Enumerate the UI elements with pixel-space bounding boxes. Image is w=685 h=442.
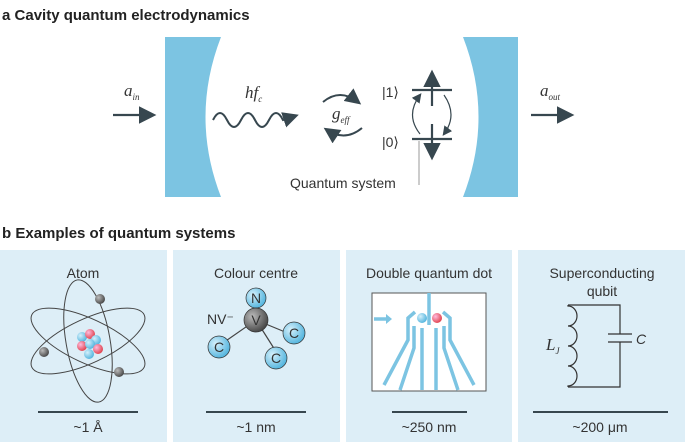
dot-left [417, 313, 427, 323]
atom-icon [30, 279, 146, 403]
nitrogen-atom: N [245, 287, 267, 309]
atom-scale: ~1 Å [73, 419, 103, 435]
colour-centre-title: Colour centre [214, 265, 298, 281]
carbon-atom: C [264, 346, 288, 370]
double-dot-scale: ~250 nm [402, 419, 457, 435]
coupling-arrow-top [322, 88, 362, 105]
lc-circuit [567, 304, 632, 388]
superconducting-card [518, 250, 685, 442]
excite-arrow [411, 93, 422, 135]
colour-centre-card [173, 250, 340, 442]
left-mirror [165, 37, 221, 197]
atom-title: Atom [67, 265, 100, 281]
a-out-label: aout [540, 81, 561, 102]
panel-a: a Cavity quantum electrodynamics ain aou… [2, 7, 575, 197]
sc-title-line2: qubit [587, 283, 617, 299]
carbon-atom: C [207, 335, 231, 359]
sc-scale: ~200 μm [572, 419, 627, 435]
colour-centre-scale: ~1 nm [236, 419, 275, 435]
svg-text:N: N [251, 290, 261, 306]
capacitor-label: C [636, 331, 647, 347]
inductor-label: LJ [545, 335, 560, 356]
electrons-icon [39, 294, 124, 377]
state-0-label: |0⟩ [382, 134, 399, 150]
panel-b-title: b Examples of quantum systems [2, 225, 235, 242]
coupling-arrow-bottom [323, 127, 363, 144]
nv-label: NV⁻ [207, 311, 234, 327]
gate-electrodes [374, 293, 476, 391]
panel-b: b Examples of quantum systems Atom ~1 Å … [0, 225, 685, 442]
photon-wave [212, 112, 299, 128]
state-1-label: |1⟩ [382, 84, 399, 100]
panel-a-title: a Cavity quantum electrodynamics [2, 7, 250, 24]
carbon-atom: C [282, 321, 306, 345]
relax-arrow [442, 94, 453, 136]
svg-text:C: C [214, 339, 224, 355]
dot-right [432, 313, 442, 323]
coupling-label: geff [332, 104, 351, 125]
svg-text:C: C [271, 350, 281, 366]
svg-text:V: V [251, 312, 261, 328]
double-dot-title: Double quantum dot [366, 265, 492, 281]
a-in-label: ain [124, 81, 140, 102]
right-mirror [463, 37, 518, 197]
svg-text:C: C [289, 325, 299, 341]
nucleus-icon [77, 329, 103, 359]
photon-label: hfc [245, 83, 262, 104]
quantum-system-label: Quantum system [290, 175, 396, 191]
sc-title-line1: Superconducting [549, 265, 654, 281]
vacancy-atom: V [243, 307, 269, 333]
lead-arrow-icon [386, 314, 392, 324]
